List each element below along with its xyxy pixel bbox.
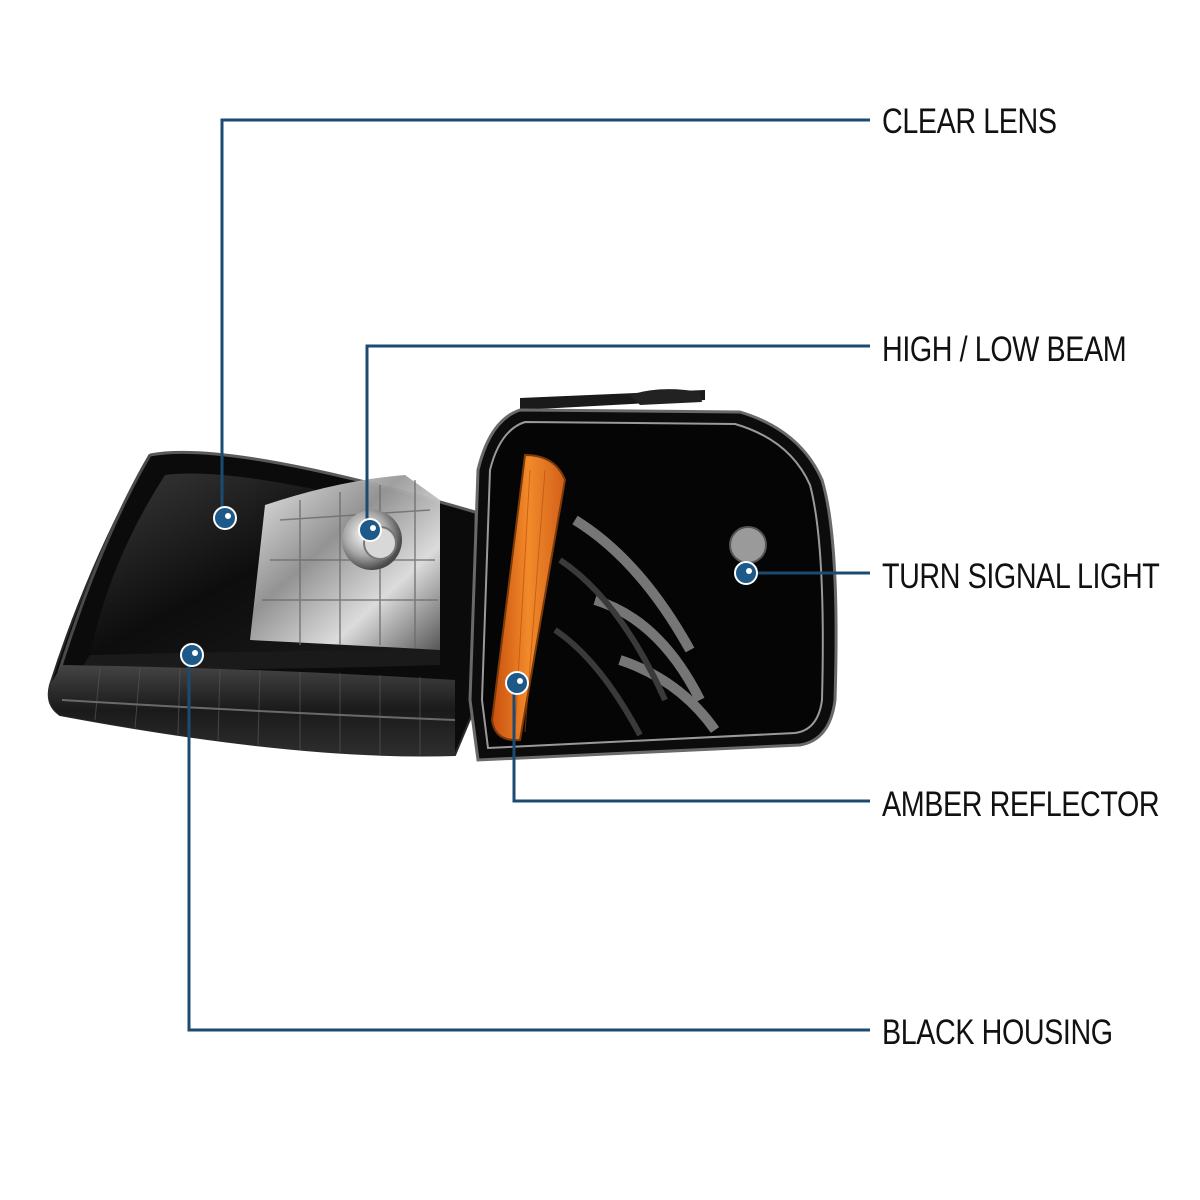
marker-clear-lens bbox=[213, 506, 237, 530]
marker-black-housing bbox=[180, 643, 204, 667]
label-high-low-beam: HIGH / LOW BEAM bbox=[882, 330, 1127, 369]
chrome-reflector bbox=[250, 475, 440, 650]
label-clear-lens: CLEAR LENS bbox=[882, 102, 1057, 141]
marker-turn-signal bbox=[734, 561, 758, 585]
leader-line-black-housing bbox=[187, 655, 870, 1032]
leader-lines bbox=[187, 118, 870, 1032]
marker-dots bbox=[180, 506, 758, 695]
label-turn-signal-light: TURN SIGNAL LIGHT bbox=[882, 557, 1160, 596]
amber-reflector-part bbox=[490, 453, 567, 742]
label-black-housing: BLACK HOUSING bbox=[882, 1013, 1113, 1052]
leader-line-clear-lens bbox=[220, 118, 870, 518]
marker-amber-reflector bbox=[505, 671, 529, 695]
leader-line-amber-reflector bbox=[512, 683, 870, 803]
label-amber-reflector: AMBER REFLECTOR bbox=[882, 785, 1160, 824]
leader-line-high-low-beam bbox=[365, 344, 870, 530]
headlight-assembly bbox=[47, 450, 480, 757]
marker-high-low-beam bbox=[358, 518, 382, 542]
corner-light-assembly bbox=[468, 389, 838, 762]
